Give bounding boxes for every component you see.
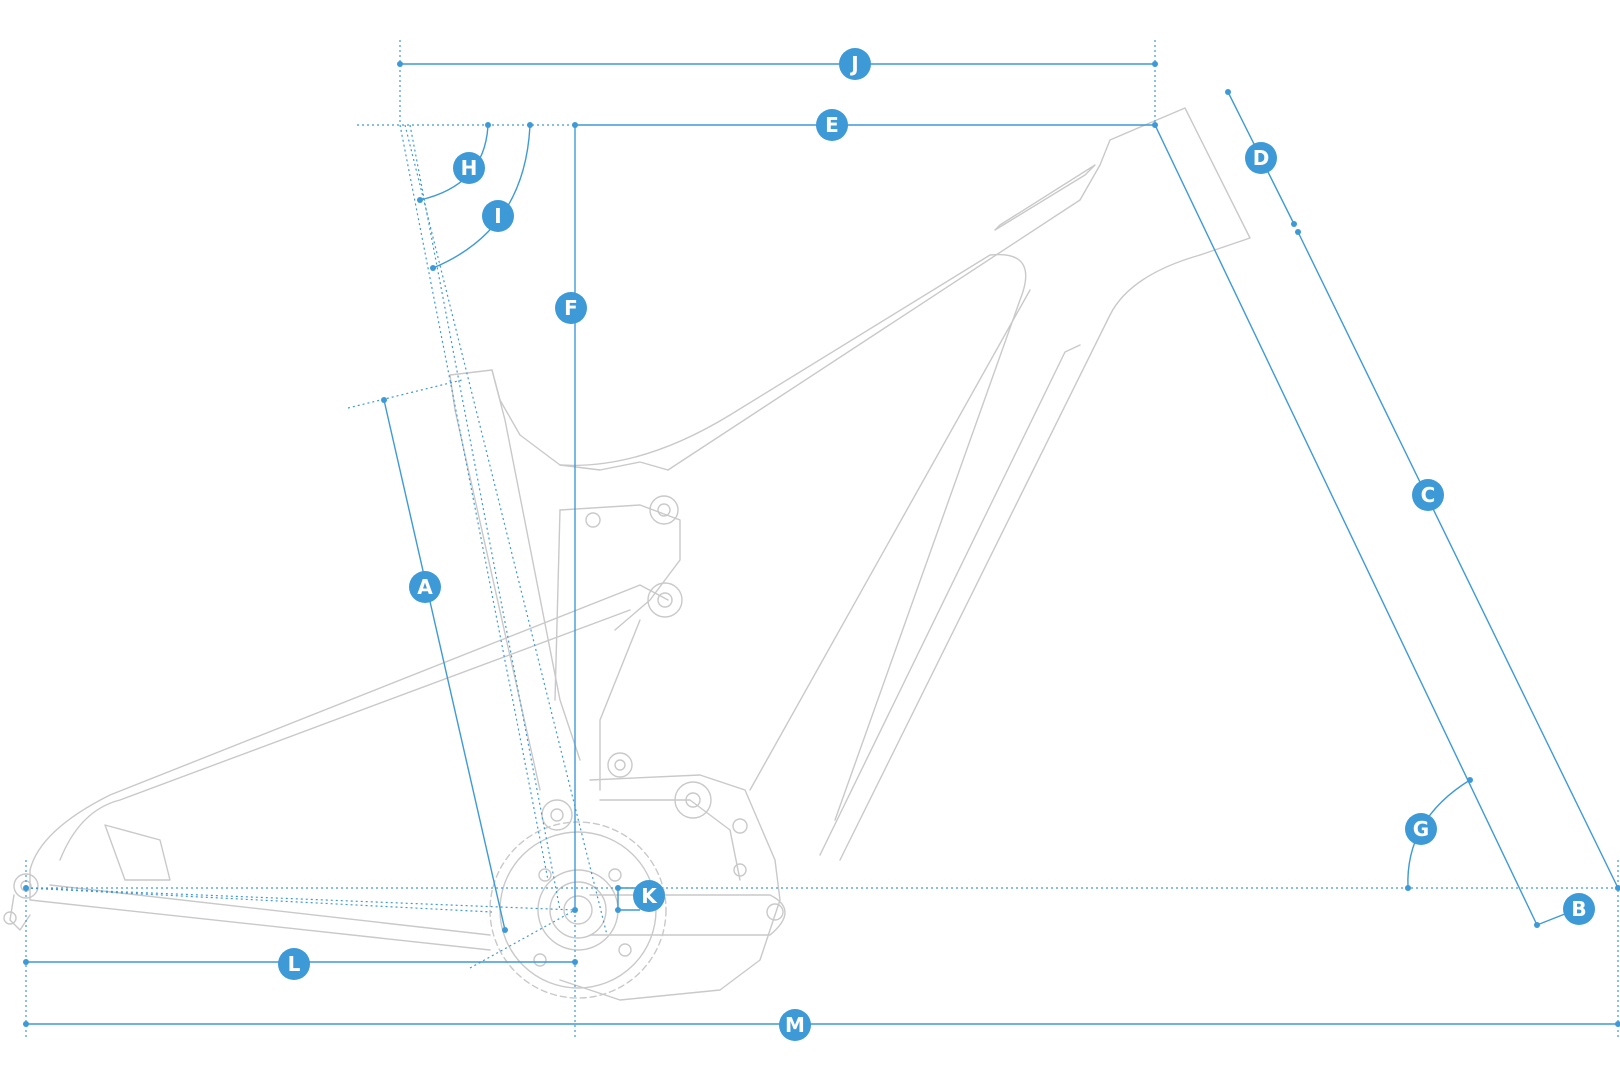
label-badge-I: I [482,200,514,232]
label-F: F [564,296,578,320]
label-badge-B: B [1563,893,1595,925]
bike-frame-outline [3,107,1251,1001]
label-badge-C: C [1412,479,1444,511]
label-badge-H: H [453,152,485,184]
label-C: C [1421,483,1436,507]
label-K: K [641,884,658,908]
dimension-lines [23,40,1620,1040]
label-badge-E: E [816,109,848,141]
label-badge-L: L [278,948,310,980]
label-badge-M: M [779,1009,811,1041]
label-D: D [1253,146,1270,170]
label-badge-J: J [839,48,871,80]
label-I: I [494,204,501,228]
label-A: A [417,575,433,599]
label-G: G [1413,817,1429,841]
label-badge-K: K [633,880,665,912]
label-H: H [461,156,478,180]
label-M: M [785,1013,805,1037]
label-badge-G: G [1405,813,1437,845]
label-B: B [1571,897,1586,921]
label-E: E [825,113,839,137]
label-L: L [288,952,301,976]
label-badge-A: A [409,571,441,603]
label-badge-D: D [1245,142,1277,174]
label-J: J [849,52,858,76]
label-badge-F: F [555,292,587,324]
